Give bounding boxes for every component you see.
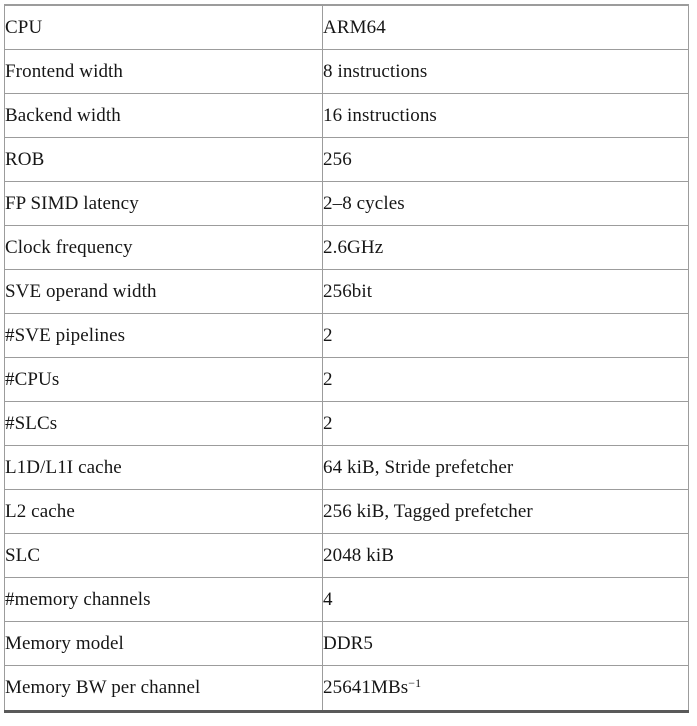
spec-label: Memory BW per channel — [4, 664, 323, 713]
spec-label: Clock frequency — [4, 225, 323, 271]
spec-value: 16 instructions — [322, 93, 689, 139]
spec-value: 256bit — [322, 269, 689, 315]
spec-value: 2 — [322, 357, 689, 403]
spec-label: ROB — [4, 137, 323, 183]
spec-label: L2 cache — [4, 489, 323, 535]
spec-value: 256 — [322, 137, 689, 183]
spec-label: Backend width — [4, 93, 323, 139]
spec-value-text: 16 instructions — [323, 104, 437, 126]
spec-value-text: 64 kiB, Stride prefetcher — [323, 456, 514, 478]
spec-label: SLC — [4, 533, 323, 579]
spec-value: 25641MBs−1 — [322, 664, 689, 713]
spec-value-text: 2 — [323, 412, 333, 434]
spec-value-text: 2 — [323, 324, 333, 346]
spec-value: DDR5 — [322, 621, 689, 666]
spec-label: #SVE pipelines — [4, 313, 323, 359]
spec-value-text: 256 — [323, 148, 352, 170]
spec-value-text: 8 instructions — [323, 60, 428, 82]
spec-value-text: 2 — [323, 368, 333, 390]
spec-value: 2 — [322, 401, 689, 447]
spec-label: L1D/L1I cache — [4, 445, 323, 491]
spec-value: 2–8 cycles — [322, 181, 689, 227]
spec-label: SVE operand width — [4, 269, 323, 315]
spec-value-text: 4 — [323, 588, 333, 610]
spec-label: Memory model — [4, 621, 323, 666]
spec-label: Frontend width — [4, 49, 323, 95]
spec-value: 4 — [322, 577, 689, 623]
spec-value-text: ARM64 — [323, 16, 386, 38]
spec-value: 256 kiB, Tagged prefetcher — [322, 489, 689, 535]
spec-value-text: 256 kiB, Tagged prefetcher — [323, 500, 533, 522]
spec-value: 2048 kiB — [322, 533, 689, 579]
spec-value-text: 25641MBs — [323, 676, 409, 698]
spec-value-superscript: −1 — [408, 675, 422, 690]
spec-value-text: 2–8 cycles — [323, 192, 405, 214]
spec-value: ARM64 — [322, 4, 689, 51]
spec-value-text: 2048 kiB — [323, 544, 395, 566]
spec-value: 8 instructions — [322, 49, 689, 95]
spec-value-text: DDR5 — [323, 632, 374, 654]
spec-label: #CPUs — [4, 357, 323, 403]
spec-label: CPU — [4, 4, 323, 51]
spec-value-text: 2.6GHz — [323, 236, 384, 258]
spec-value-text: 256bit — [323, 280, 373, 302]
spec-value: 2 — [322, 313, 689, 359]
spec-label: #memory channels — [4, 577, 323, 623]
spec-label: FP SIMD latency — [4, 181, 323, 227]
spec-value: 2.6GHz — [322, 225, 689, 271]
spec-value: 64 kiB, Stride prefetcher — [322, 445, 689, 491]
spec-label: #SLCs — [4, 401, 323, 447]
